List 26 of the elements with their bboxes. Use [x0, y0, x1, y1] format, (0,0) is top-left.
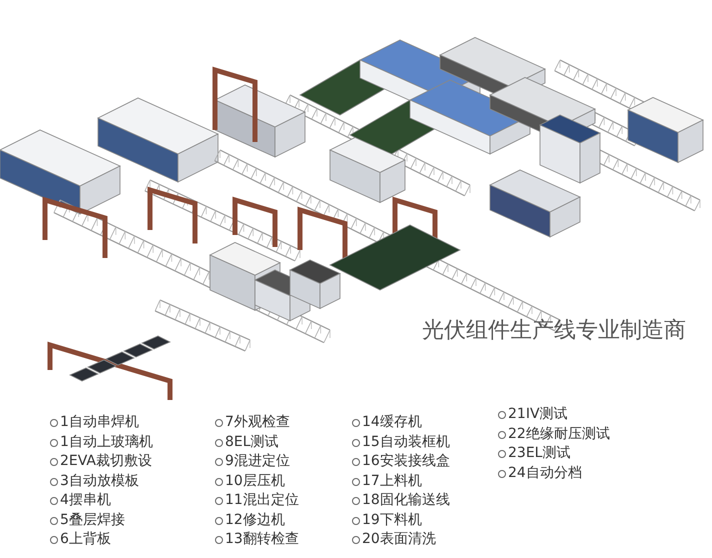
station-list-item: 19下料机 [362, 512, 422, 528]
station-list-item: 24自动分档 [508, 464, 582, 480]
station-list-item: 21IV测试 [508, 406, 568, 422]
station-list-item: 14缓存机 [362, 414, 422, 430]
station-list-item: 1自动上玻璃机 [60, 434, 153, 450]
slogan-text: 光伏组件生产线专业制造商 [422, 318, 686, 344]
station-list-item: 9混进定位 [225, 453, 290, 469]
station-list-item: 1自动串焊机 [60, 414, 139, 430]
station-list-item: 10层压机 [225, 472, 285, 488]
station-list-item: 20表面清洗 [362, 531, 436, 547]
station-list-item: 3自动放模板 [60, 472, 139, 488]
station-list-item: 2EVA裁切敷设 [60, 453, 152, 469]
station-list-item: 11混出定位 [225, 492, 299, 508]
station-list-item: 6上背板 [60, 531, 111, 547]
station-list-item: 12修边机 [225, 512, 285, 528]
station-list-item: 17上料机 [362, 472, 422, 488]
station-list-item: 5叠层焊接 [60, 512, 125, 528]
station-list-item: 15自动装框机 [362, 434, 450, 450]
station-list-item: 13翻转检查 [225, 531, 299, 547]
station-list-item: 22绝缘耐压测试 [508, 426, 610, 442]
station-list-item: 18固化输送线 [362, 492, 450, 508]
station-list-item: 4摆串机 [60, 492, 111, 508]
station-list-item: 8EL测试 [225, 434, 279, 450]
station-list-item: 7外观检查 [225, 414, 290, 430]
station-list-item: 23EL测试 [508, 445, 570, 461]
station-list-item: 16安装接线盒 [362, 453, 450, 469]
